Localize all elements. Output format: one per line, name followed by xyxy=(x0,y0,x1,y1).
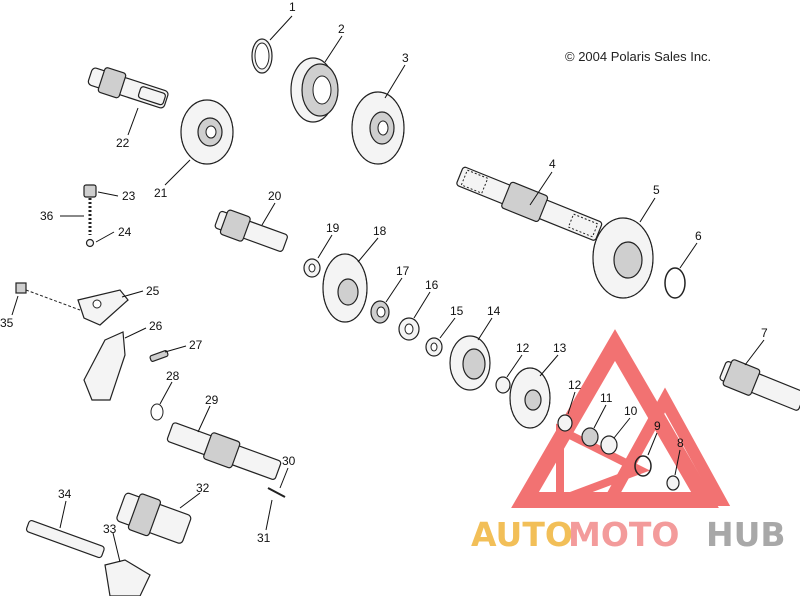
callout-25: 25 xyxy=(146,284,160,298)
callout-13: 13 xyxy=(553,341,567,355)
callout-30: 30 xyxy=(282,454,296,468)
callout-14: 14 xyxy=(487,304,501,318)
callout-7: 7 xyxy=(761,326,768,340)
callout-10: 10 xyxy=(624,404,638,418)
bearing-17 xyxy=(370,300,390,324)
callout-27: 27 xyxy=(189,338,203,352)
callout-33: 33 xyxy=(103,522,117,536)
callout-31: 31 xyxy=(257,531,271,545)
bolt-35 xyxy=(15,282,81,311)
shaft-22 xyxy=(87,67,169,109)
callout-34: 34 xyxy=(58,487,72,501)
washer-15 xyxy=(425,337,443,357)
shaft-29 xyxy=(166,422,282,480)
gear-5 xyxy=(592,217,654,299)
watermark-part1: AUTO xyxy=(471,515,573,554)
rod-34 xyxy=(25,519,105,559)
shift-arm-26 xyxy=(83,331,126,401)
callout-9: 9 xyxy=(654,419,661,433)
clip-28 xyxy=(150,403,164,421)
fork-33 xyxy=(104,559,151,596)
callout-4: 4 xyxy=(549,157,556,171)
gear-13 xyxy=(509,367,551,429)
gear-3 xyxy=(351,91,405,165)
callout-6: 6 xyxy=(695,229,702,243)
callout-32: 32 xyxy=(196,481,210,495)
callout-36: 36 xyxy=(40,209,54,223)
callout-17: 17 xyxy=(396,264,410,278)
callout-12b: 12 xyxy=(568,378,582,392)
watermark-logo xyxy=(511,329,731,508)
copyright-notice: © 2004 Polaris Sales Inc. xyxy=(565,49,712,64)
gear-21 xyxy=(180,99,234,165)
callout-5: 5 xyxy=(653,183,660,197)
callout-29: 29 xyxy=(205,393,219,407)
bracket-25 xyxy=(77,289,129,326)
callout-12a: 12 xyxy=(516,341,530,355)
callout-16: 16 xyxy=(425,278,439,292)
gear-18 xyxy=(322,253,368,323)
bearing-2 xyxy=(290,57,339,123)
callout-24: 24 xyxy=(118,225,132,239)
bushing-10 xyxy=(600,435,618,455)
watermark-wordmark: AUTO MOTO HUB xyxy=(471,515,786,554)
shaft-7 xyxy=(719,359,800,411)
callout-11: 11 xyxy=(600,391,613,405)
washer-8 xyxy=(666,475,680,491)
watermark-part3: HUB xyxy=(706,515,786,554)
callout-35: 35 xyxy=(0,316,14,330)
callout-15: 15 xyxy=(450,304,464,318)
bushing-11 xyxy=(581,427,599,447)
shaft-20 xyxy=(214,209,288,252)
callout-2: 2 xyxy=(338,22,345,36)
callout-23: 23 xyxy=(122,189,136,203)
callout-26: 26 xyxy=(149,319,163,333)
detent-23 xyxy=(83,184,97,248)
callout-1: 1 xyxy=(289,0,296,14)
leader-lines xyxy=(11,15,765,563)
washer-16 xyxy=(398,317,420,341)
callout-8: 8 xyxy=(677,436,684,450)
washer-19 xyxy=(303,258,321,278)
callout-22: 22 xyxy=(116,136,130,150)
callout-labels: 1 2 3 4 5 6 7 8 9 10 11 12 12 13 14 15 1… xyxy=(0,0,768,545)
callout-18: 18 xyxy=(373,224,387,238)
watermark-part2: MOTO xyxy=(568,515,679,554)
drum-32 xyxy=(116,492,192,544)
shaft-4 xyxy=(456,166,603,241)
washer-12a xyxy=(495,376,511,394)
pin-30 xyxy=(267,487,286,498)
washer-12b xyxy=(557,414,573,432)
ring-6 xyxy=(664,267,686,299)
collar-14 xyxy=(449,335,491,391)
callout-28: 28 xyxy=(166,369,180,383)
callout-19: 19 xyxy=(326,221,340,235)
snap-ring-1 xyxy=(251,38,273,74)
callout-3: 3 xyxy=(402,51,409,65)
screw-27 xyxy=(149,350,169,362)
callout-20: 20 xyxy=(268,189,282,203)
callout-21: 21 xyxy=(154,186,168,200)
snap-ring-9 xyxy=(634,455,652,477)
